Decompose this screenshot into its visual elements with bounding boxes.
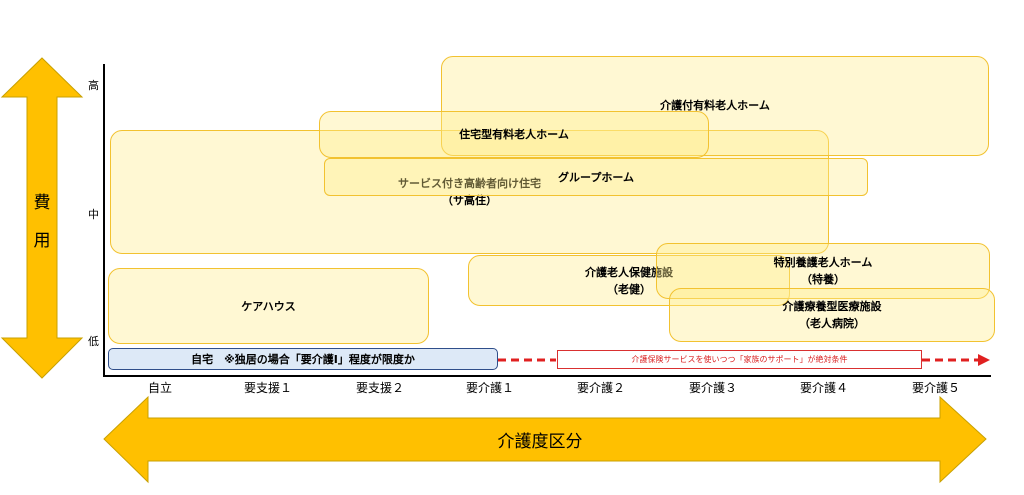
home-care-bar: 自宅 ※独居の場合「要介護Ⅰ」程度が限度か bbox=[108, 348, 498, 370]
box-jutaku-gata-label: 住宅型有料老人ホーム bbox=[459, 128, 569, 141]
y-axis-line bbox=[103, 64, 105, 377]
box-roken-line1: 介護老人保健施設 bbox=[585, 265, 673, 279]
x-tick: 要介護３ bbox=[688, 381, 737, 395]
y-tick-low: 低 bbox=[88, 335, 99, 348]
box-kaigo-tsuki: 介護付有料老人ホーム bbox=[441, 56, 989, 156]
x-axis-line bbox=[103, 375, 991, 377]
y-tick-mid: 中 bbox=[88, 208, 99, 221]
box-group-home: グループホーム bbox=[324, 158, 868, 196]
box-ryoyo: 介護療養型医療施設 （老人病院） bbox=[669, 288, 995, 342]
x-tick: 要介護１ bbox=[465, 381, 514, 395]
box-ryoyo-line2: （老人病院） bbox=[799, 317, 865, 330]
box-care-house: ケアハウス bbox=[108, 268, 429, 344]
box-jutaku-gata: 住宅型有料老人ホーム bbox=[319, 111, 709, 158]
box-care-house-label: ケアハウス bbox=[241, 299, 296, 313]
home-care-text: 自宅 ※独居の場合「要介護Ⅰ」程度が限度か bbox=[191, 353, 415, 366]
x-tick: 要支援２ bbox=[355, 381, 404, 395]
box-sakoju: サービス付き高齢者向け住宅 （サ高住） bbox=[110, 130, 829, 254]
family-support-note: 介護保険サービスを使いつつ「家族のサポート」が絶対条件 bbox=[557, 350, 922, 369]
family-support-text: 介護保険サービスを使いつつ「家族のサポート」が絶対条件 bbox=[631, 355, 848, 364]
box-tokuyo: 特別養護老人ホーム （特養） bbox=[656, 243, 990, 299]
box-tokuyo-line2: （特養） bbox=[800, 273, 845, 286]
x-tick: 要介護２ bbox=[576, 381, 625, 395]
box-sakoju-line2: （サ高住） bbox=[442, 194, 497, 207]
box-sakoju-line1: サービス付き高齢者向け住宅 bbox=[398, 177, 541, 190]
cost-label-char-2: 用 bbox=[33, 231, 51, 251]
care-level-label: 介護度区分 bbox=[497, 432, 583, 452]
x-tick: 自立 bbox=[147, 381, 172, 395]
dashed-arrow-head bbox=[978, 354, 990, 366]
x-tick: 要介護４ bbox=[799, 381, 848, 395]
box-ryoyo-line1: 介護療養型医療施設 bbox=[782, 300, 882, 313]
x-tick: 要支援１ bbox=[243, 381, 292, 395]
box-roken: 介護老人保健施設 （老健） bbox=[468, 255, 790, 306]
box-kaigo-tsuki-label: 介護付有料老人ホーム bbox=[660, 99, 770, 112]
y-tick-high: 高 bbox=[88, 79, 99, 92]
care-level-axis-arrow bbox=[103, 395, 987, 484]
box-group-home-label: グループホーム bbox=[557, 170, 634, 184]
cost-axis-arrow bbox=[0, 57, 84, 379]
cost-label-char-1: 費 bbox=[33, 193, 51, 213]
box-tokuyo-line1: 特別養護老人ホーム bbox=[773, 256, 873, 269]
x-tick: 要介護５ bbox=[911, 381, 960, 395]
box-roken-line2: （老健） bbox=[607, 282, 651, 296]
